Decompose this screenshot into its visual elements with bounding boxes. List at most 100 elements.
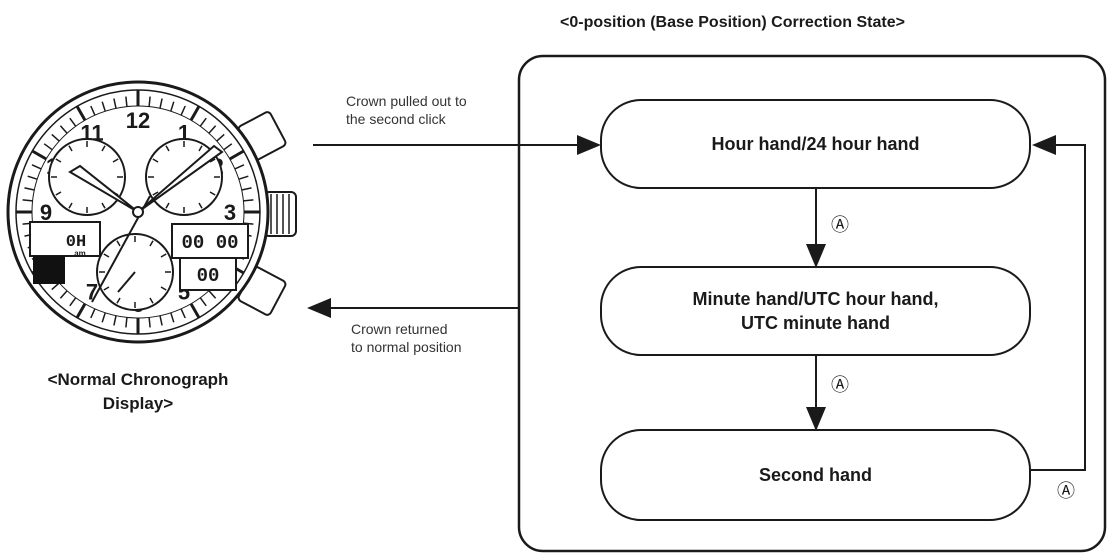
watch-tick — [159, 98, 163, 109]
subdial-tick — [165, 202, 170, 209]
subdial-tick — [209, 191, 216, 196]
center-pin — [132, 206, 144, 218]
subdial-tick — [160, 286, 167, 291]
watch-tick — [170, 312, 175, 323]
subdial-tick — [103, 253, 110, 258]
watch-tick — [22, 199, 33, 202]
subdial-tick — [68, 145, 73, 152]
watch-tick — [238, 175, 249, 180]
watch-tick — [75, 303, 87, 319]
step-minute-line-1: Minute hand/UTC hour hand, — [692, 289, 939, 309]
subdial-tick — [55, 191, 62, 196]
digital-lower-readout: 00 — [197, 265, 220, 287]
watch-tick — [208, 125, 217, 134]
watch-tick — [223, 143, 233, 151]
watch-numeral-9: 9 — [40, 200, 52, 225]
watch-tick — [125, 317, 128, 328]
watch-tick — [101, 312, 106, 323]
watch-tick — [243, 199, 254, 202]
hour-hand — [68, 164, 139, 213]
step-second-label: Second hand — [758, 465, 872, 485]
watch-tick — [51, 282, 60, 291]
watch-tick — [90, 105, 96, 116]
watch-tick — [170, 101, 175, 112]
correction-state-frame — [517, 54, 1107, 553]
subdial-tick — [149, 297, 154, 304]
watch-tick — [234, 164, 245, 170]
crown-returned-line-1: Crown returned — [351, 321, 448, 337]
minute-hand — [137, 144, 224, 213]
watch-tick — [59, 290, 68, 299]
watch-tick — [69, 117, 77, 127]
crown-returned-label: Crown returned to normal position — [351, 320, 462, 356]
watch-tick — [27, 175, 38, 180]
digital-indicator-black — [33, 256, 65, 284]
subdial-tick — [116, 240, 121, 247]
watch-tick — [189, 303, 201, 319]
loop-back-arrow — [1030, 135, 1086, 471]
subdial-tick — [165, 145, 170, 152]
correction-state-title: <0-position (Base Position) Correction S… — [560, 14, 905, 31]
step-minute-label: Minute hand/UTC hour hand, UTC minute ha… — [601, 287, 1030, 335]
digital-left-readout: 0H — [66, 233, 86, 252]
digital-left-sub: am — [74, 249, 86, 258]
subdial-tick — [112, 158, 119, 163]
watch-numeral-3: 3 — [224, 200, 236, 225]
watch-tick — [24, 187, 35, 191]
digital-window-left — [29, 221, 101, 257]
crown-pulled-out-label: Crown pulled out to the second click — [346, 92, 467, 128]
subdial-tick — [149, 240, 154, 247]
watch-caption-line-1: <Normal Chronograph — [47, 370, 229, 389]
watch-tick — [75, 105, 87, 121]
subdial-tick — [103, 286, 110, 291]
watch-tick — [59, 125, 68, 134]
subdial-tick — [101, 145, 106, 152]
digital-upper-readout: 00 00 — [181, 232, 238, 254]
subdial-tick — [68, 202, 73, 209]
watch-tick — [199, 117, 207, 127]
watch-tick — [90, 308, 96, 319]
watch-tick — [31, 149, 47, 161]
digital-window-lower — [179, 257, 237, 291]
subdial-tick — [101, 202, 106, 209]
watch-tick — [216, 133, 225, 142]
subdial-tick — [152, 158, 159, 163]
subdial-tick — [198, 202, 203, 209]
crown-pulled-out-line-2: the second click — [346, 111, 446, 127]
watch-tick — [43, 143, 53, 151]
step-hour-label: Hour hand/24 hour hand — [711, 134, 920, 154]
watch-tick — [101, 101, 106, 112]
subdial-tick — [198, 145, 203, 152]
watch-tick — [51, 133, 60, 142]
watch-tick — [69, 297, 77, 307]
button-a-icon-2: Ⓐ — [831, 375, 849, 396]
watch-tick — [148, 96, 151, 107]
subdial-tick — [116, 297, 121, 304]
watch-caption: <Normal Chronograph Display> — [0, 368, 276, 416]
watch-tick — [229, 149, 245, 161]
watch-tick — [125, 96, 128, 107]
subdial-tick — [55, 158, 62, 163]
subdial-bottom-hand — [117, 271, 136, 293]
button-a-icon-3: Ⓐ — [1057, 481, 1075, 502]
subdial-tick — [152, 191, 159, 196]
watch-numeral-12: 12 — [126, 108, 150, 133]
watch-tick — [180, 105, 186, 116]
watch-tick — [208, 290, 217, 299]
button-a-icon-1: Ⓐ — [831, 215, 849, 236]
crown-returned-line-2: to normal position — [351, 339, 462, 355]
step-minute-line-2: UTC minute hand — [741, 313, 890, 333]
watch-tick — [159, 315, 163, 326]
watch-caption-line-2: Display> — [102, 394, 174, 413]
watch-tick — [199, 297, 207, 307]
watch-tick — [148, 317, 151, 328]
chronograph-watch-illustration: 121234567891011 0H am 00 00 00 — [6, 80, 297, 344]
subdial-tick — [209, 158, 216, 163]
watch-tick — [31, 164, 42, 170]
watch-tick — [113, 315, 117, 326]
watch-tick — [113, 98, 117, 109]
digital-window-upper — [171, 223, 249, 259]
watch-tick — [189, 105, 201, 121]
watch-tick — [180, 308, 186, 319]
